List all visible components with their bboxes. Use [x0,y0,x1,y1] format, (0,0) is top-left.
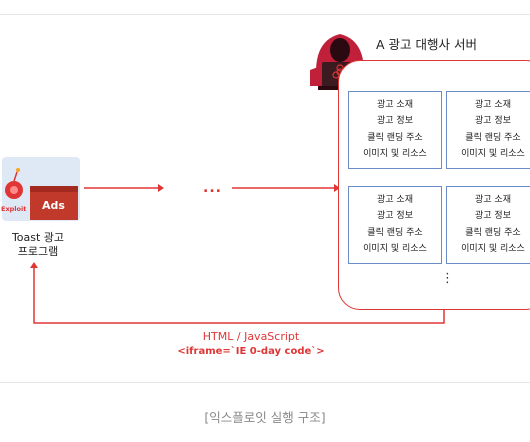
program-label-line2: 프로그램 [17,245,59,258]
arrow-to-ellipsis [84,184,164,192]
ad-card: 광고 소재 광고 정보 클릭 랜딩 주소 이미지 및 리소스 [348,91,442,169]
ad-card-line: 이미지 및 리소스 [461,148,525,159]
return-label: HTML / JavaScript [202,330,300,343]
ad-card-line: 클릭 랜딩 주소 [465,227,521,238]
ad-card-line: 클릭 랜딩 주소 [465,132,521,143]
ads-window-icon [30,186,78,220]
ad-card-line: 이미지 및 리소스 [461,243,525,254]
exploit-label: Exploit [1,205,27,213]
bomb-icon [5,168,23,199]
ad-card-line: 광고 소재 [377,100,413,111]
ad-card-line: 광고 소재 [475,195,511,206]
more-cards-indicator: ⋮ [441,271,454,286]
ad-card: 광고 소재 광고 정보 클릭 랜딩 주소 이미지 및 리소스 [446,91,530,169]
ad-card-line: 광고 정보 [475,116,511,127]
ad-card-line: 클릭 랜딩 주소 [367,132,423,143]
figure-caption: [익스플로잇 실행 구조] [204,410,326,425]
ads-label: Ads [42,199,65,212]
program-label-line1: Toast 광고 [11,231,65,244]
ad-card-line: 이미지 및 리소스 [363,243,427,254]
ad-card-line: 광고 소재 [377,195,413,206]
ad-card-line: 광고 정보 [377,116,413,127]
ad-card: 광고 소재 광고 정보 클릭 랜딩 주소 이미지 및 리소스 [446,186,530,264]
ad-card: 광고 소재 광고 정보 클릭 랜딩 주소 이미지 및 리소스 [348,186,442,264]
ad-card-line: 광고 정보 [475,211,511,222]
server-title: A 광고 대행사 서버 [376,37,477,52]
top-divider [0,14,530,15]
flow-ellipsis: ... [203,180,222,196]
return-arrow [30,262,445,324]
bottom-divider [0,382,530,383]
ad-card-line: 클릭 랜딩 주소 [367,227,423,238]
ad-card-line: 광고 정보 [377,211,413,222]
ad-card-line: 광고 소재 [475,100,511,111]
program-label: Toast 광고 프로그램 [0,231,76,259]
return-code: <iframe=`IE 0-day code`> [177,346,325,357]
arrow-to-server [232,184,340,192]
ad-card-line: 이미지 및 리소스 [363,148,427,159]
